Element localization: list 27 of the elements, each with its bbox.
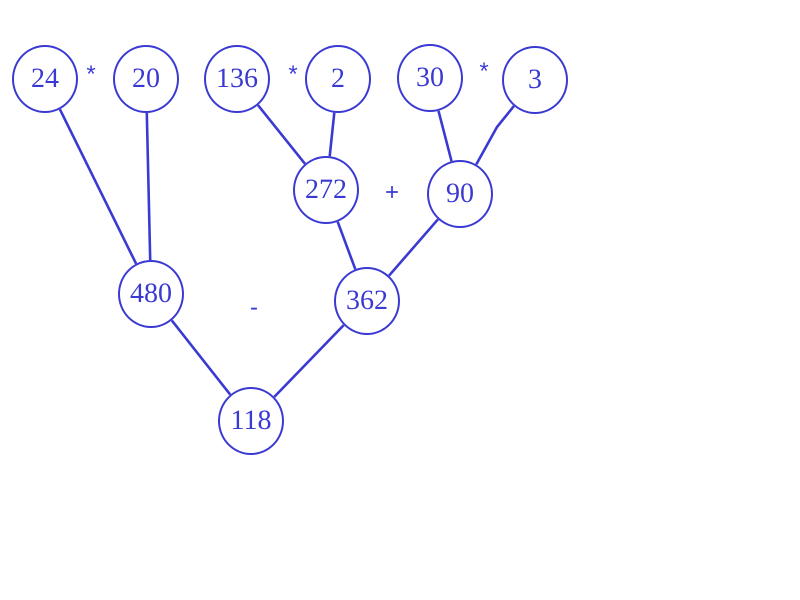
connector-line [336,221,357,270]
node-number: 362 [346,287,388,315]
circle-node [334,267,400,335]
operator-symbol: * [288,63,298,87]
connector-line [388,218,439,277]
connector-line [256,104,306,165]
node-number: 2 [331,65,345,93]
connector-line [328,112,336,156]
operator-symbol: + [384,181,399,205]
node-number: 30 [416,64,444,92]
operator-symbol: - [250,296,258,320]
node-number: 136 [216,65,258,93]
connector-line [475,105,515,166]
node-number: 90 [446,180,474,208]
operator-symbol: * [86,63,96,87]
node-number: 480 [130,280,172,308]
connector-line [437,110,453,162]
node-number: 272 [305,176,347,204]
operator-symbol: * [479,60,489,84]
node-number: 24 [31,65,59,93]
node-number: 3 [528,66,542,94]
connector-line [170,320,232,396]
node-number: 118 [230,407,272,435]
node-number: 20 [132,65,160,93]
connector-line [146,112,152,260]
connector-line [58,108,138,264]
connector-line [273,324,345,398]
